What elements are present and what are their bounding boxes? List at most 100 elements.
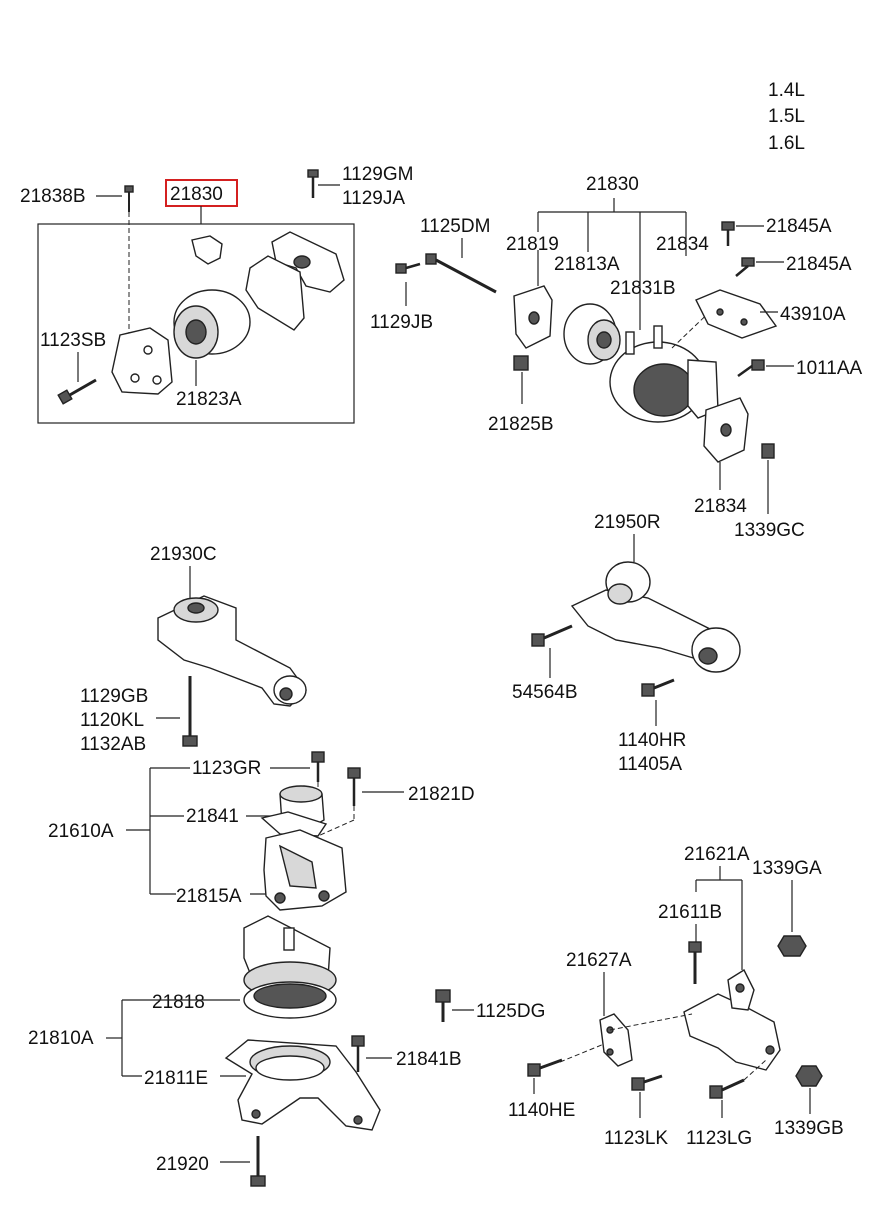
assembly-21621A-group: 21621A 1339GA 21611B 21627A [508,844,844,1149]
bushing-21841 [260,785,328,837]
label-21831B[interactable]: 21831B [610,278,676,299]
label-21950R[interactable]: 21950R [594,512,661,533]
bolt-1123GR [311,751,325,782]
label-1129JB[interactable]: 1129JB [370,312,433,333]
label-54564B[interactable]: 54564B [512,682,578,703]
bolt-1140HR [641,678,675,697]
bolt-21838B [124,185,134,212]
label-1123GR[interactable]: 1123GR [192,758,261,779]
bolt-21821D [347,767,361,806]
mount-21950R [570,561,741,673]
label-1125DM[interactable]: 1125DM [420,216,490,237]
insulator-21818 [243,915,337,1019]
bolt-1129GM [307,169,319,198]
label-43910A[interactable]: 43910A [780,304,846,325]
assembly-21830-frame [37,223,355,424]
label-21823A[interactable]: 21823A [176,389,242,410]
label-21813A[interactable]: 21813A [554,254,620,275]
bracket-housing-21830 [245,231,345,331]
assembly-21810A-group: 21818 21810A 21811E 1125DG 21841B 21920 [28,915,545,1187]
bolt-1125DM [425,253,497,294]
bolt-21845A-2 [735,257,755,277]
label-1120KL[interactable]: 1120KL [80,710,144,731]
engine-variant-2: 1.5L [768,106,805,127]
nut-1339GC [761,443,775,459]
stud-21611B [688,941,702,984]
bushing-21813A [563,303,621,365]
label-21810A[interactable]: 21810A [28,1028,94,1049]
torque-rod-21930C [157,595,307,707]
assembly-21610A-group: 1123GR 21821D 21610A 21841 21815A [48,751,475,911]
label-21818[interactable]: 21818 [152,992,205,1013]
label-1011AA[interactable]: 1011AA [796,358,863,379]
label-1129GM[interactable]: 1129GM [342,164,413,185]
bolt-54564B [531,624,573,647]
bolt-1140HE [527,1058,563,1077]
label-21610A[interactable]: 21610A [48,821,114,842]
label-21811E[interactable]: 21811E [144,1068,208,1089]
label-21621A[interactable]: 21621A [684,844,750,865]
bolt-1125DG [435,989,451,1022]
bolt-21841B [351,1035,365,1072]
nut-1339GA [777,935,807,957]
bolt-1129JB [395,262,421,274]
label-21815A[interactable]: 21815A [176,886,242,907]
washer-plate-21819 [513,285,553,349]
label-21830-highlighted[interactable]: 21830 [170,184,223,205]
label-21845A-2[interactable]: 21845A [786,254,852,275]
label-1140HR[interactable]: 1140HR [618,730,686,751]
nut-21825B [513,355,529,371]
bolt-21920 [250,1136,266,1187]
label-21920[interactable]: 21920 [156,1154,209,1175]
label-21825B[interactable]: 21825B [488,414,554,435]
label-1123SB[interactable]: 1123SB [40,330,106,351]
label-1339GA[interactable]: 1339GA [752,858,822,879]
bracket-43910A [695,289,778,339]
bracket-21621A [683,968,781,1071]
label-1140HE[interactable]: 1140HE [508,1100,575,1121]
label-1129JA[interactable]: 1129JA [342,188,405,209]
label-21830[interactable]: 21830 [586,174,639,195]
bolt-1011AA [737,359,765,378]
bracket-21815A [263,829,347,911]
assembly-21830-box-group: 21830 21838B 1129GM 1129JA 1123SB [20,164,413,424]
bolt-1123LK [631,1074,663,1091]
clip-small-21830 [191,235,223,265]
label-21930C[interactable]: 21930C [150,544,217,565]
label-1132AB[interactable]: 1132AB [80,734,146,755]
bushing-21823A [173,289,251,359]
label-21845A-1[interactable]: 21845A [766,216,832,237]
label-21834-top[interactable]: 21834 [656,234,709,255]
mount-housing-21831B [609,325,719,423]
mount-21950R-group: 21950R 54564B 1140HR 11405A [512,512,741,775]
bolt-1129GB [182,676,198,747]
bolt-21845A-1 [721,221,735,246]
label-21841B[interactable]: 21841B [396,1049,462,1070]
label-1339GB[interactable]: 1339GB [774,1118,844,1139]
label-21821D[interactable]: 21821D [408,784,475,805]
label-21627A[interactable]: 21627A [566,950,632,971]
bracket-21627A [599,1013,633,1067]
label-1123LK[interactable]: 1123LK [604,1128,668,1149]
bolt-1123SB [57,378,97,405]
washer-plate-21834 [703,397,749,463]
label-21819[interactable]: 21819 [506,234,559,255]
label-1339GC[interactable]: 1339GC [734,520,805,541]
torque-rod-21930C-group: 21930C 1129GB 1120KL 1132AB [80,544,307,755]
label-11405A[interactable]: 11405A [618,754,682,775]
bracket-21838B-plate [111,327,173,395]
label-1125DG[interactable]: 1125DG [476,1001,545,1022]
label-21834-bottom[interactable]: 21834 [694,496,747,517]
label-21611B[interactable]: 21611B [658,902,722,923]
bolt-1123LG [709,1078,745,1099]
assembly-21830-exploded-group: 21830 1125DM 21819 21813A 21834 21831B 1… [370,174,863,541]
engine-variant-1: 1.4L [768,80,805,101]
engine-variant-list: 1.4L 1.5L 1.6L [768,80,805,154]
label-21841[interactable]: 21841 [186,806,239,827]
engine-variant-3: 1.6L [768,133,805,154]
label-1123LG[interactable]: 1123LG [686,1128,752,1149]
label-21838B[interactable]: 21838B [20,186,86,207]
label-1129GB[interactable]: 1129GB [80,686,148,707]
nut-1339GB [795,1065,823,1087]
